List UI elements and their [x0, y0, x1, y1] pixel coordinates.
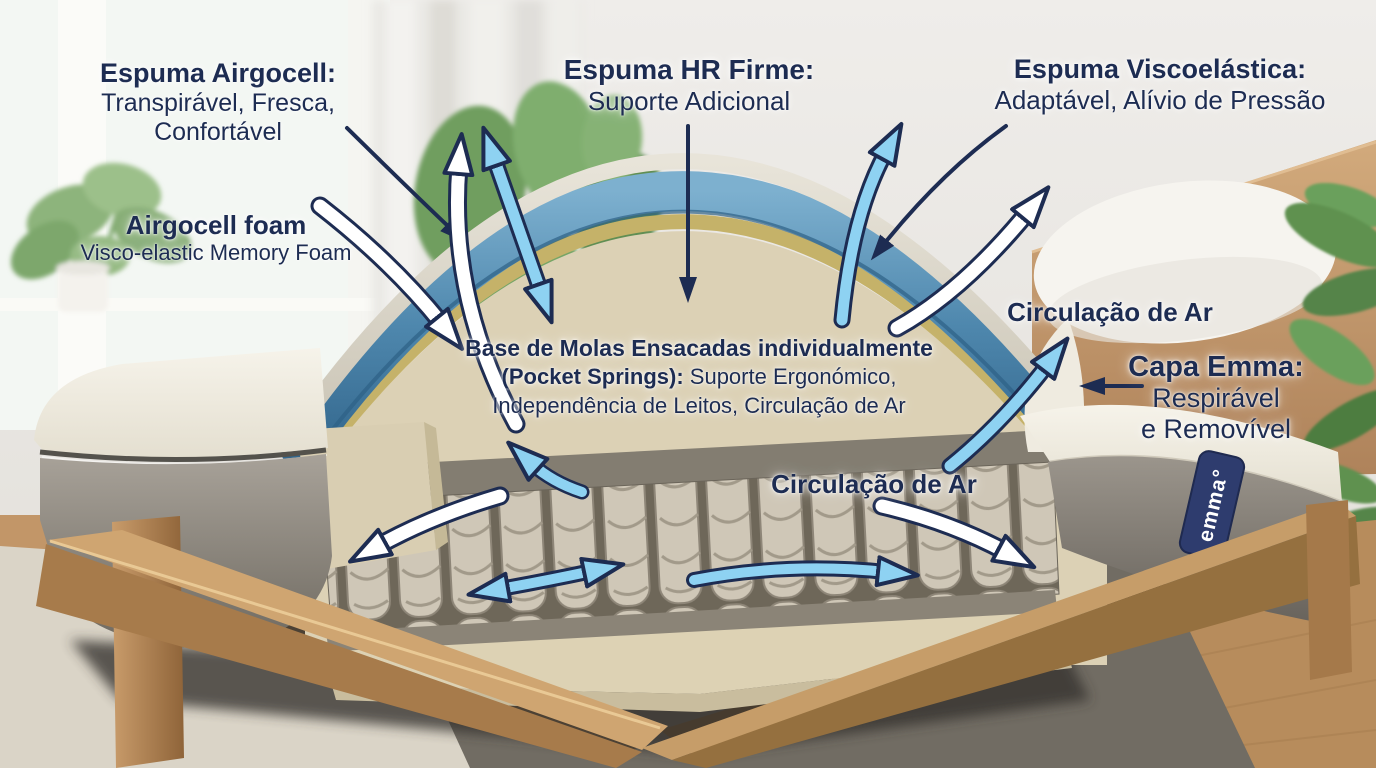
front-rail-right-face [672, 516, 1360, 768]
arrow-airgocell-pointer-icon [345, 126, 466, 243]
arrow-viscoelastica-pointer-icon [870, 124, 1008, 261]
white-airflow-arrows [310, 132, 1051, 570]
right-top-cover [1020, 404, 1342, 502]
bed-leg-right [1306, 500, 1352, 680]
left-plant [10, 162, 192, 312]
annotation-arrows [310, 121, 1144, 604]
arrow-springs-horizontal-icon [466, 556, 626, 604]
front-rail-left-face [36, 544, 642, 768]
front-rail-right-top [642, 502, 1356, 760]
pillow [1033, 180, 1337, 344]
dome-layer-edge [300, 209, 1111, 512]
dome-hr-foam-layer [295, 214, 1116, 526]
pointer-arrows [345, 124, 1144, 395]
emma-tag: emma° [1178, 450, 1246, 560]
arrow-foam-into-layers-icon [310, 196, 465, 351]
arrow-to-air-circulation-icon [941, 336, 1070, 475]
arrow-airflow-up-left-icon [442, 132, 526, 434]
felt-top-layer [318, 430, 1053, 504]
left-corner-zipper [39, 447, 327, 463]
arrow-springs-right-out-icon [872, 496, 1037, 570]
arrow-springs-left-icon [348, 486, 510, 564]
dome-airgocell-layer [281, 171, 1130, 512]
blue-airflow-arrows [466, 121, 1070, 604]
arrow-through-layers-icon [481, 125, 554, 325]
left-corner-top-cover [34, 348, 328, 458]
arrow-airflow-up-right-icon [887, 185, 1051, 338]
front-rail-left-top [48, 530, 668, 750]
arrow-springs-right-icon [686, 555, 920, 588]
arrow-layers-up-icon [833, 121, 904, 329]
bed-frame [36, 500, 1360, 768]
arrow-springs-up-icon [506, 440, 590, 500]
